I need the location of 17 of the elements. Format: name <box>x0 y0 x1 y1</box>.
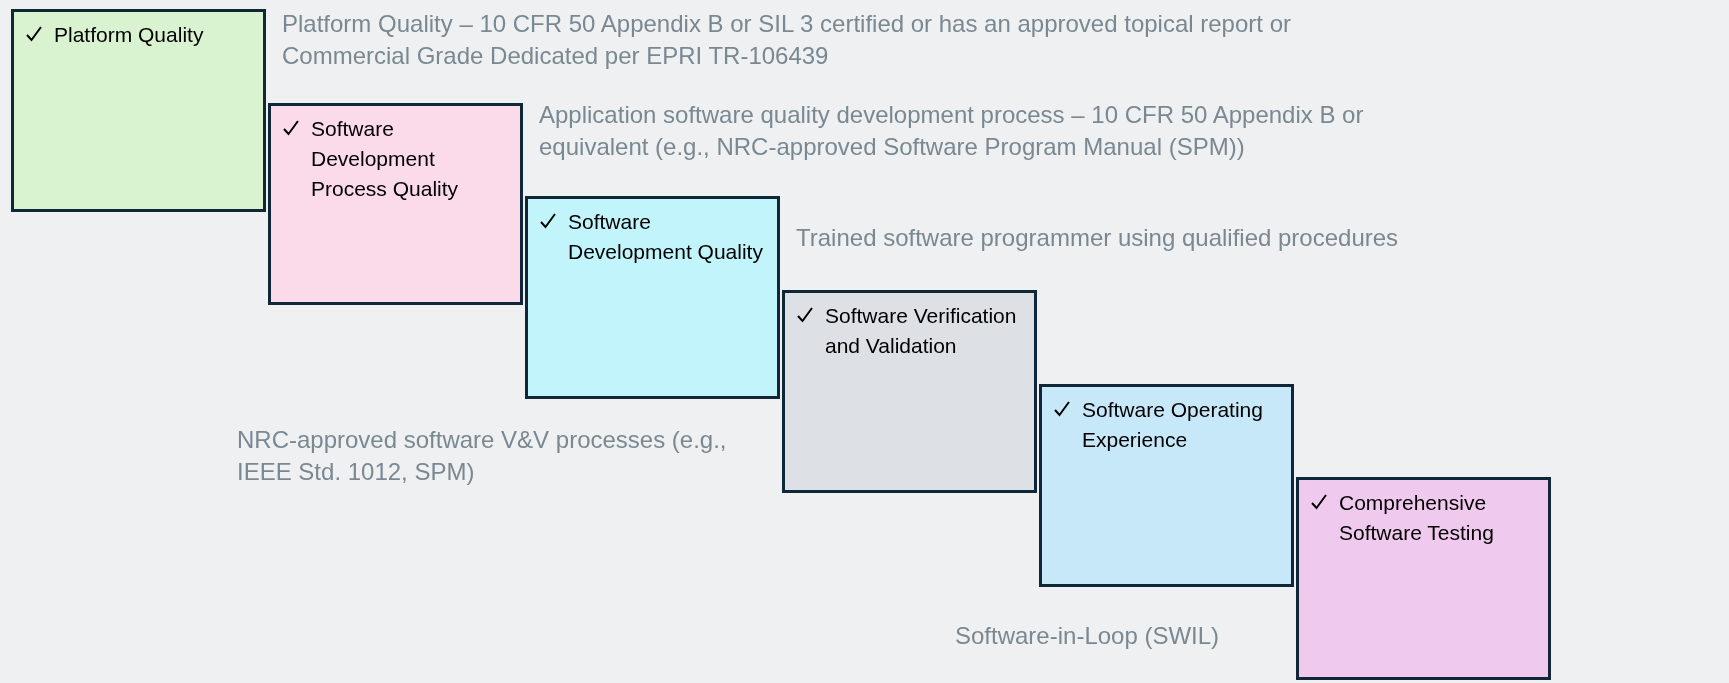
step-box <box>268 103 523 305</box>
step-title: Comprehensive Software Testing <box>1339 490 1495 546</box>
description-text: Trained software programmer using qualified procedures <box>796 223 1400 253</box>
step-title: Software Development Quality <box>568 209 764 265</box>
step-box <box>1039 384 1294 587</box>
step-box <box>782 290 1037 493</box>
description-text: Platform Quality – 10 CFR 50 Appendix B or SIL 3 certified or has an approved topical report or Commercial Grade Dedicated per EPRI TR-106439 <box>282 9 1292 71</box>
description-text: Software-in-Loop (SWIL) <box>955 621 1221 651</box>
step-title: Software Verification and Validation <box>825 303 1018 359</box>
description-text: Application software quality development process – 10 CFR 50 Appendix B or equivalent (e.g., NRC-approved Software Program Manual (SPM)) <box>539 100 1365 162</box>
step-box <box>11 9 266 212</box>
step-title: Software Development Process Quality <box>311 116 460 202</box>
step-box <box>525 196 780 399</box>
step-box <box>1296 477 1551 680</box>
step-title: Software Operating Experience <box>1082 397 1264 453</box>
description-text: NRC-approved software V&V processes (e.g., IEEE Std. 1012, SPM) <box>237 425 728 487</box>
step-title: Platform Quality <box>54 22 205 48</box>
